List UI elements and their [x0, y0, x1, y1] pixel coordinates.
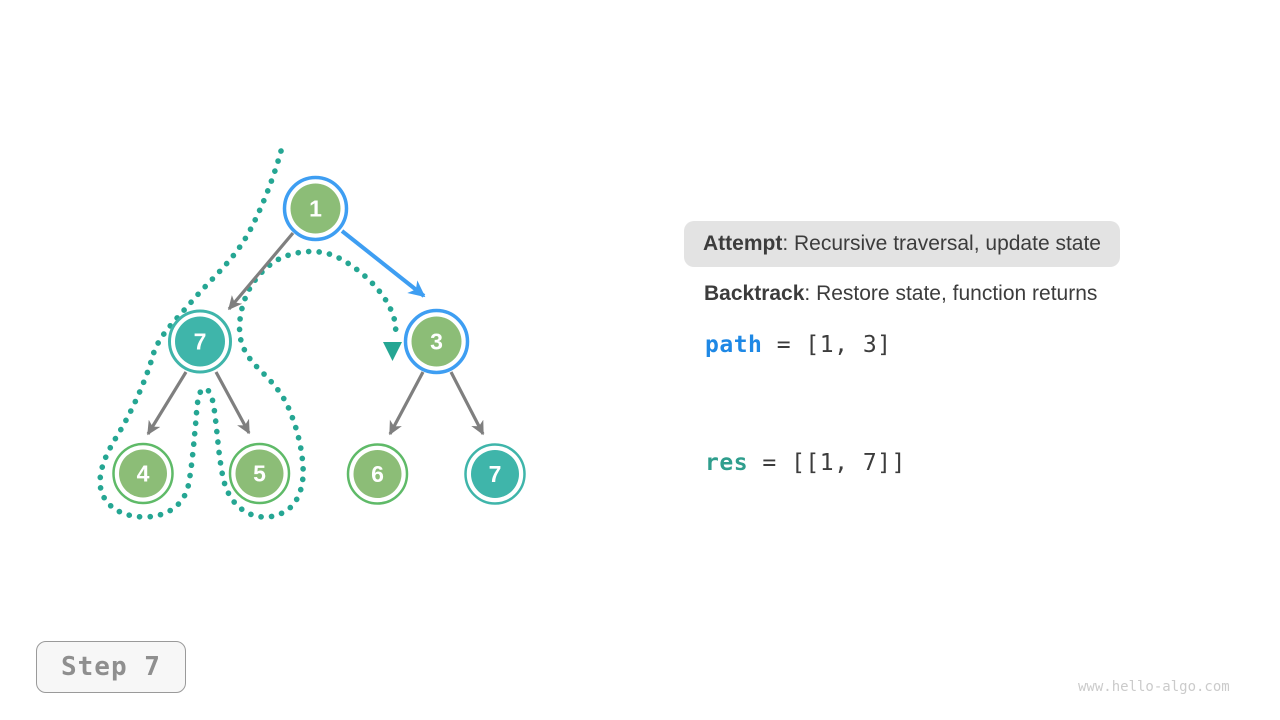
tree-node-left: 7	[168, 309, 232, 374]
legend-backtrack-line: Backtrack: Restore state, function retur…	[704, 282, 1097, 306]
node-value: 5	[253, 461, 266, 487]
backtrack-text: : Restore state, function returns	[804, 282, 1098, 305]
node-value: 7	[489, 461, 502, 487]
tree-node-root: 1	[282, 175, 349, 242]
traversal-trace-path	[97, 148, 399, 520]
watermark: www.hello-algo.com	[1078, 679, 1230, 695]
node-value: 3	[430, 329, 443, 355]
edge-7-5	[214, 371, 251, 435]
node-value: 6	[371, 461, 384, 487]
trace-arrowhead-icon	[383, 342, 402, 361]
tree-node-right-left: 6	[346, 443, 409, 505]
edge-1-3-highlighted	[340, 229, 426, 298]
tree-node-left-left: 4	[112, 442, 174, 505]
edge-3-6	[388, 371, 425, 436]
node-value: 1	[309, 196, 322, 222]
path-keyword: path	[705, 332, 763, 358]
tree-node-left-right: 5	[228, 442, 291, 505]
attempt-text: : Recursive traversal, update state	[782, 232, 1101, 255]
backtrack-label: Backtrack	[704, 282, 805, 305]
node-value: 7	[194, 329, 207, 355]
res-variable-line: res = [[1, 7]]	[705, 450, 906, 476]
step-badge-label: Step 7	[61, 652, 161, 682]
edge-1-7	[227, 231, 295, 311]
node-value: 4	[137, 461, 150, 487]
edge-3-7	[449, 371, 485, 436]
step-badge: Step 7	[36, 641, 186, 693]
legend-attempt-chip: Attempt: Recursive traversal, update sta…	[684, 221, 1120, 267]
tree-node-right: 3	[403, 308, 470, 375]
res-value: = [[1, 7]]	[748, 450, 906, 476]
attempt-label: Attempt	[703, 232, 783, 255]
path-variable-line: path = [1, 3]	[705, 332, 892, 358]
edge-7-4	[146, 371, 188, 436]
path-value: = [1, 3]	[762, 332, 892, 358]
tree-canvas: 1 7 3 4 5 6 7	[97, 148, 526, 520]
tree-node-right-right: 7	[464, 443, 526, 505]
res-keyword: res	[705, 450, 749, 476]
